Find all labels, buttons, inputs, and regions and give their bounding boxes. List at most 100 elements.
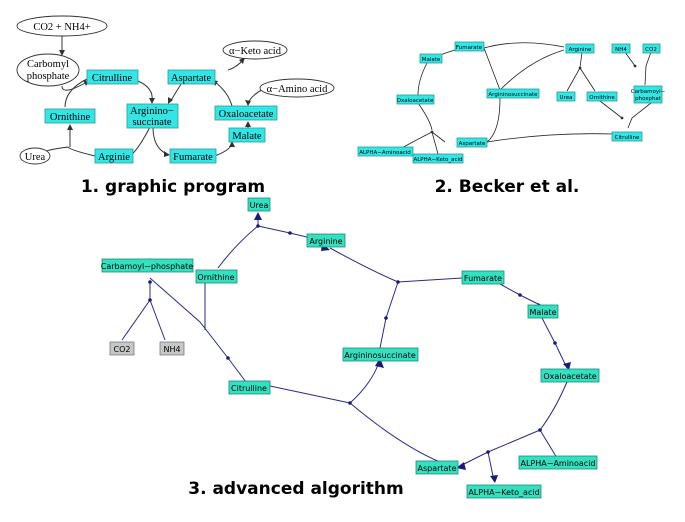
p2-label-carbamoyl-line1: Carbamoyl− [631,89,666,95]
p2-edge [431,131,439,155]
p2-label-aspartate: Aspartate [459,141,486,147]
p3-label-alpha-aminoacid: ALPHA−Aminoacid [521,459,596,468]
p2-edge [566,51,596,92]
p1-node-argininosuccinate [126,103,179,129]
p3-node-co2 [109,341,135,356]
p1-node-malate [228,127,266,143]
p3-edge-citrulline-to-junction [269,385,351,404]
p3-node-alpha-keto-acid [466,484,542,499]
p2-label-fumarate: Fumarate [456,45,483,51]
p3-label-co2: CO2 [114,345,131,354]
p1-node-arginie [94,148,134,164]
p3-arrowhead [375,358,384,368]
p3-edge-carbamoyl-to-citrulline [149,277,247,383]
p2-node-argininosuccinate [486,88,540,99]
p1-label-keto-acid: α−Keto acid [229,46,282,57]
p2-label-urea: Urea [560,95,573,101]
p3-label-citrulline: Citrulline [231,384,267,393]
p1-label-amino-acid: α−Amino acid [267,84,328,95]
p2-edge [417,62,428,96]
p3-label-arginine: Arginine [309,237,342,246]
p3-junction [553,341,557,345]
panel-advanced-algorithm: Urea Arginine Carbamoyl−phosphate Ornith… [101,197,600,499]
p2-label-nh4: NH4 [615,47,627,53]
p3-node-citrulline [228,380,271,395]
p1-label-carbomyl-line2: phosphate [27,71,70,82]
p3-node-urea [247,197,271,212]
caption-becker: 2. Becker et al. [435,177,580,197]
p2-node-carbamoyl-phosphat [633,85,663,104]
p1-label-ornithine: Ornithine [50,112,91,123]
p3-junction [384,316,388,320]
p1-node-keto-acid [222,40,288,60]
p2-node-nh4 [611,43,631,54]
p3-junction [396,280,400,284]
p2-label-oxaloacetate: Oxaloacetate [397,98,434,104]
p3-junction [148,298,152,302]
p2-node-ornithine [586,91,618,102]
panel-graphic-program: CO2 + NH4+ Carbomyl phosphate Citrulline… [16,15,335,165]
p1-node-ornithine [44,108,96,124]
p1-node-oxaloacetate [214,105,278,121]
p2-edge [417,102,433,131]
p3-edge-co2-nh4 [121,282,166,341]
p2-node-co2 [642,43,661,54]
p2-label-alpha-aminoacid: ALPHA−Aminoacid [359,150,411,156]
p2-node-arginine [565,43,595,54]
p1-label-malate: Malate [232,131,261,142]
p3-edge-argininosuccinate-up [379,281,399,349]
caption-advanced-algorithm: 3. advanced algorithm [188,479,404,499]
p3-junction [348,401,352,405]
p2-label-argininosuccinate: Argininosuccinate [488,92,538,98]
p1-node-carbomyl-phosphate [16,53,80,87]
p3-junction [148,280,152,284]
p1-label-carbomyl-line1: Carbomyl [27,59,69,70]
p1-label-oxaloacetate: Oxaloacetate [219,109,274,120]
p2-junction [633,64,637,68]
p1-arrowhead [67,124,73,130]
p1-arrowhead [229,141,235,147]
p1-label-argino-line2: succinate [132,117,171,128]
p3-label-aspartate: Aspartate [417,464,456,473]
caption-graphic-program: 1. graphic program [81,177,265,197]
p1-node-fumarate [169,148,217,164]
p2-label-co2: CO2 [645,47,657,53]
p1-label-citrulline: Citrulline [92,73,133,84]
p3-junction [256,224,260,228]
p3-node-malate [527,304,559,319]
p2-edge [486,133,614,143]
p3-label-carbamoyl-phosphate: Carbamoyl−phosphate [101,262,194,271]
p3-label-oxaloacetate: Oxaloacetate [543,372,596,381]
p2-edge [599,100,652,129]
p1-label-arginie: Arginie [98,152,130,163]
p3-edge-to-fumarate [329,247,463,283]
p1-arrowhead [245,100,251,106]
p2-node-urea [556,91,576,102]
p3-junction [538,428,542,432]
p2-node-citrulline [611,131,643,142]
p3-node-fumarate [461,270,505,285]
p3-label-fumarate: Fumarate [464,274,502,283]
p3-junction [518,293,522,297]
p1-node-citrulline [86,69,139,85]
p1-node-aspartate [167,69,216,85]
p3-label-malate: Malate [530,308,557,317]
p3-junction [288,231,292,235]
p2-edge [486,97,501,143]
p3-node-alpha-aminoacid [518,455,598,470]
p2-node-aspartate [456,137,488,148]
p1-edge-oxaloacetate-to-aspartate [214,81,233,107]
p3-arrowhead [563,362,571,370]
p1-node-urea [19,147,51,165]
p2-node-alpha-aminoacid [357,146,414,157]
p3-edge-to-aspartate [349,402,441,463]
p3-node-arginine [306,233,346,248]
p3-junction [486,450,490,454]
p2-label-ornithine: Ornithine [589,95,615,101]
p1-label-co2-nh4: CO2 + NH4+ [33,22,90,33]
p3-node-carbamoyl-phosphate [101,258,194,273]
p1-arrowhead [168,97,173,104]
p2-edge [483,47,501,91]
p3-edge-oxaloacetate-down [539,381,568,431]
